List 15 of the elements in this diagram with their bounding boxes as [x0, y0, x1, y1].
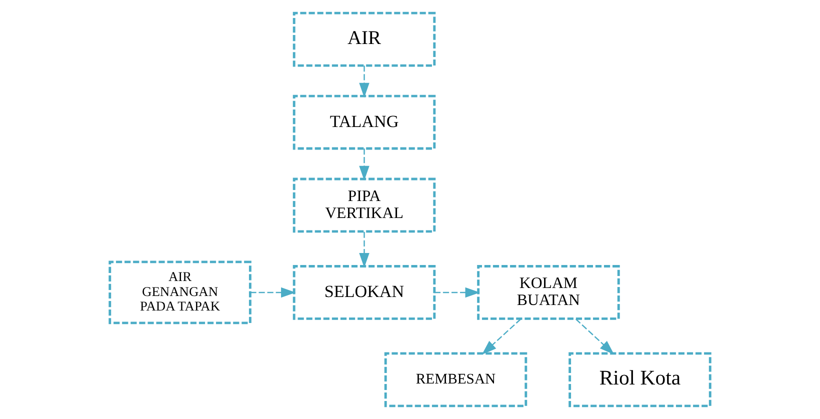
node-box: KOLAM BUATAN: [477, 265, 620, 320]
arrow: [359, 232, 370, 268]
node-box: REMBESAN: [384, 352, 528, 408]
node-box: Riol Kota: [568, 352, 712, 408]
arrow: [359, 66, 370, 98]
arrow: [482, 318, 522, 355]
node-box: TALANG: [292, 94, 436, 150]
arrow: [434, 287, 480, 298]
node-box: PIPA VERTIKAL: [292, 178, 436, 233]
node-box: AIR: [292, 12, 436, 67]
arrow: [359, 148, 370, 181]
node-box: AIR GENANGAN PADA TAPAK: [108, 260, 252, 324]
node-box: SELOKAN: [292, 265, 436, 320]
arrow: [250, 287, 296, 298]
arrow: [576, 318, 614, 355]
